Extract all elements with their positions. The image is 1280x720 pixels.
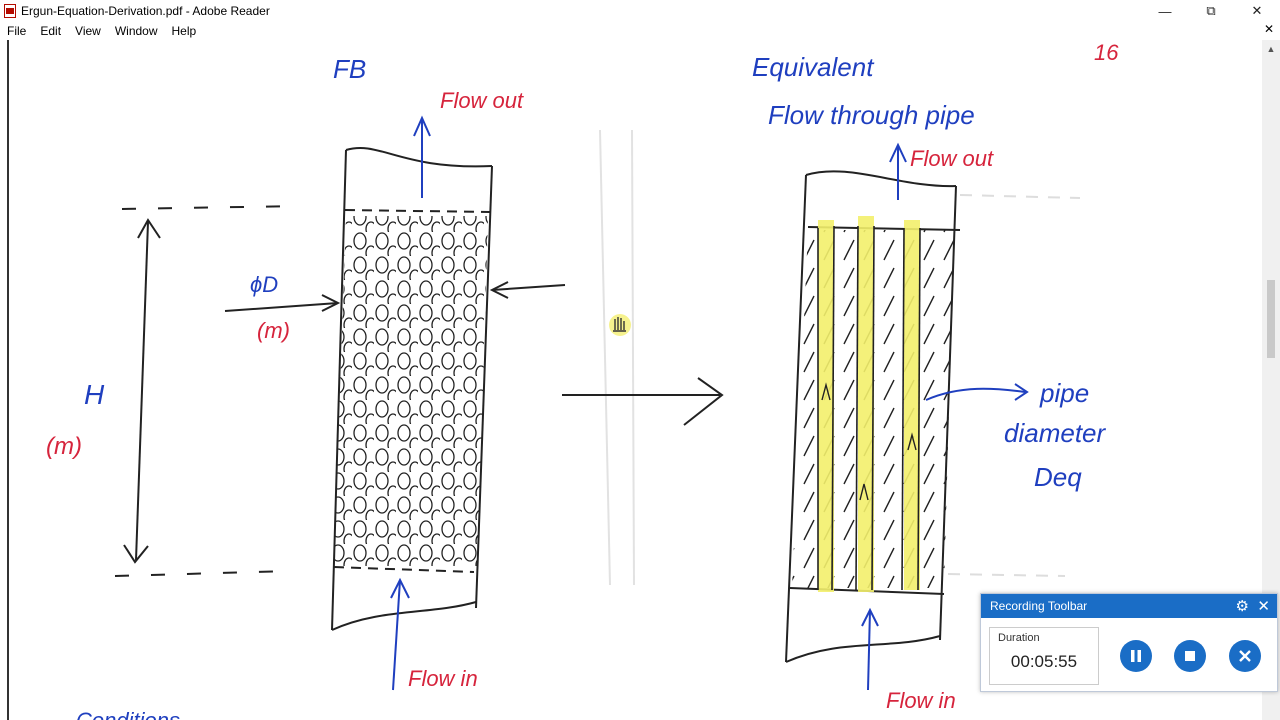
flow-in-left-label: Flow in — [408, 666, 478, 691]
duration-box: Duration 00:05:55 — [989, 627, 1099, 685]
cancel-icon — [1239, 650, 1251, 662]
close-icon[interactable]: ✕ — [1251, 3, 1263, 18]
minimize-icon[interactable]: — — [1158, 3, 1172, 19]
window-controls: — ⧉ ✕ — [1142, 0, 1280, 22]
flow-out-right-label: Flow out — [910, 146, 994, 171]
height-label: H — [84, 379, 105, 410]
recording-toolbar-header: Recording Toolbar ⚙ ✕ — [981, 594, 1277, 618]
vertical-scrollbar[interactable]: ▲ — [1262, 40, 1280, 720]
title-bar: Ergun-Equation-Derivation.pdf - Adobe Re… — [0, 0, 1280, 22]
menu-edit[interactable]: Edit — [40, 24, 62, 38]
hand-cursor-icon — [609, 314, 631, 336]
duration-label: Duration — [998, 632, 1040, 644]
close-icon[interactable]: ✕ — [1257, 598, 1270, 615]
diameter-word-label: diameter — [1004, 418, 1106, 448]
menu-bar: File Edit View Window Help ✕ — [0, 22, 1280, 40]
flow-out-left-label: Flow out — [440, 88, 524, 113]
pipe-label: pipe — [1039, 378, 1089, 408]
menu-window[interactable]: Window — [114, 24, 158, 38]
conditions-fragment: Conditions — [76, 708, 180, 720]
packed-bed-drawing — [114, 115, 566, 691]
menu-help[interactable]: Help — [171, 24, 197, 38]
handwritten-page: 16 FB Flow out Flow in ϕD (m) H (m) Equi… — [7, 40, 1119, 720]
diameter-unit: (m) — [257, 318, 290, 343]
deq-label: Deq — [1034, 462, 1082, 492]
stop-icon — [1185, 651, 1195, 661]
fixed-bed-label: FB — [333, 54, 366, 84]
recording-toolbar: Recording Toolbar ⚙ ✕ Duration 00:05:55 — [980, 593, 1278, 692]
window-title: Ergun-Equation-Derivation.pdf - Adobe Re… — [21, 4, 270, 18]
restore-icon[interactable]: ⧉ — [1206, 3, 1216, 18]
duration-value: 00:05:55 — [1010, 652, 1078, 671]
scroll-up-icon[interactable]: ▲ — [1266, 44, 1276, 54]
flow-through-pipe-title: Flow through pipe — [768, 100, 975, 130]
document-close-icon[interactable]: ✕ — [1263, 22, 1274, 36]
scroll-thumb[interactable] — [1267, 280, 1275, 358]
height-unit: (m) — [46, 433, 82, 460]
page-mark: 16 — [1094, 40, 1119, 65]
pdf-icon — [4, 4, 16, 18]
equivalent-title: Equivalent — [752, 52, 875, 82]
flow-in-right-label: Flow in — [886, 688, 956, 713]
gear-icon[interactable]: ⚙ — [1235, 598, 1249, 615]
menu-file[interactable]: File — [7, 24, 27, 38]
equivalent-pipe-drawing — [785, 142, 1081, 691]
stop-button[interactable] — [1174, 640, 1206, 672]
menu-view[interactable]: View — [75, 24, 101, 38]
pause-icon — [1131, 650, 1141, 662]
cancel-button[interactable] — [1229, 640, 1261, 672]
diameter-label: ϕD — [250, 272, 278, 297]
pause-button[interactable] — [1120, 640, 1152, 672]
document-view[interactable]: 16 FB Flow out Flow in ϕD (m) H (m) Equi… — [0, 40, 1262, 720]
recording-toolbar-title: Recording Toolbar — [990, 599, 1088, 613]
